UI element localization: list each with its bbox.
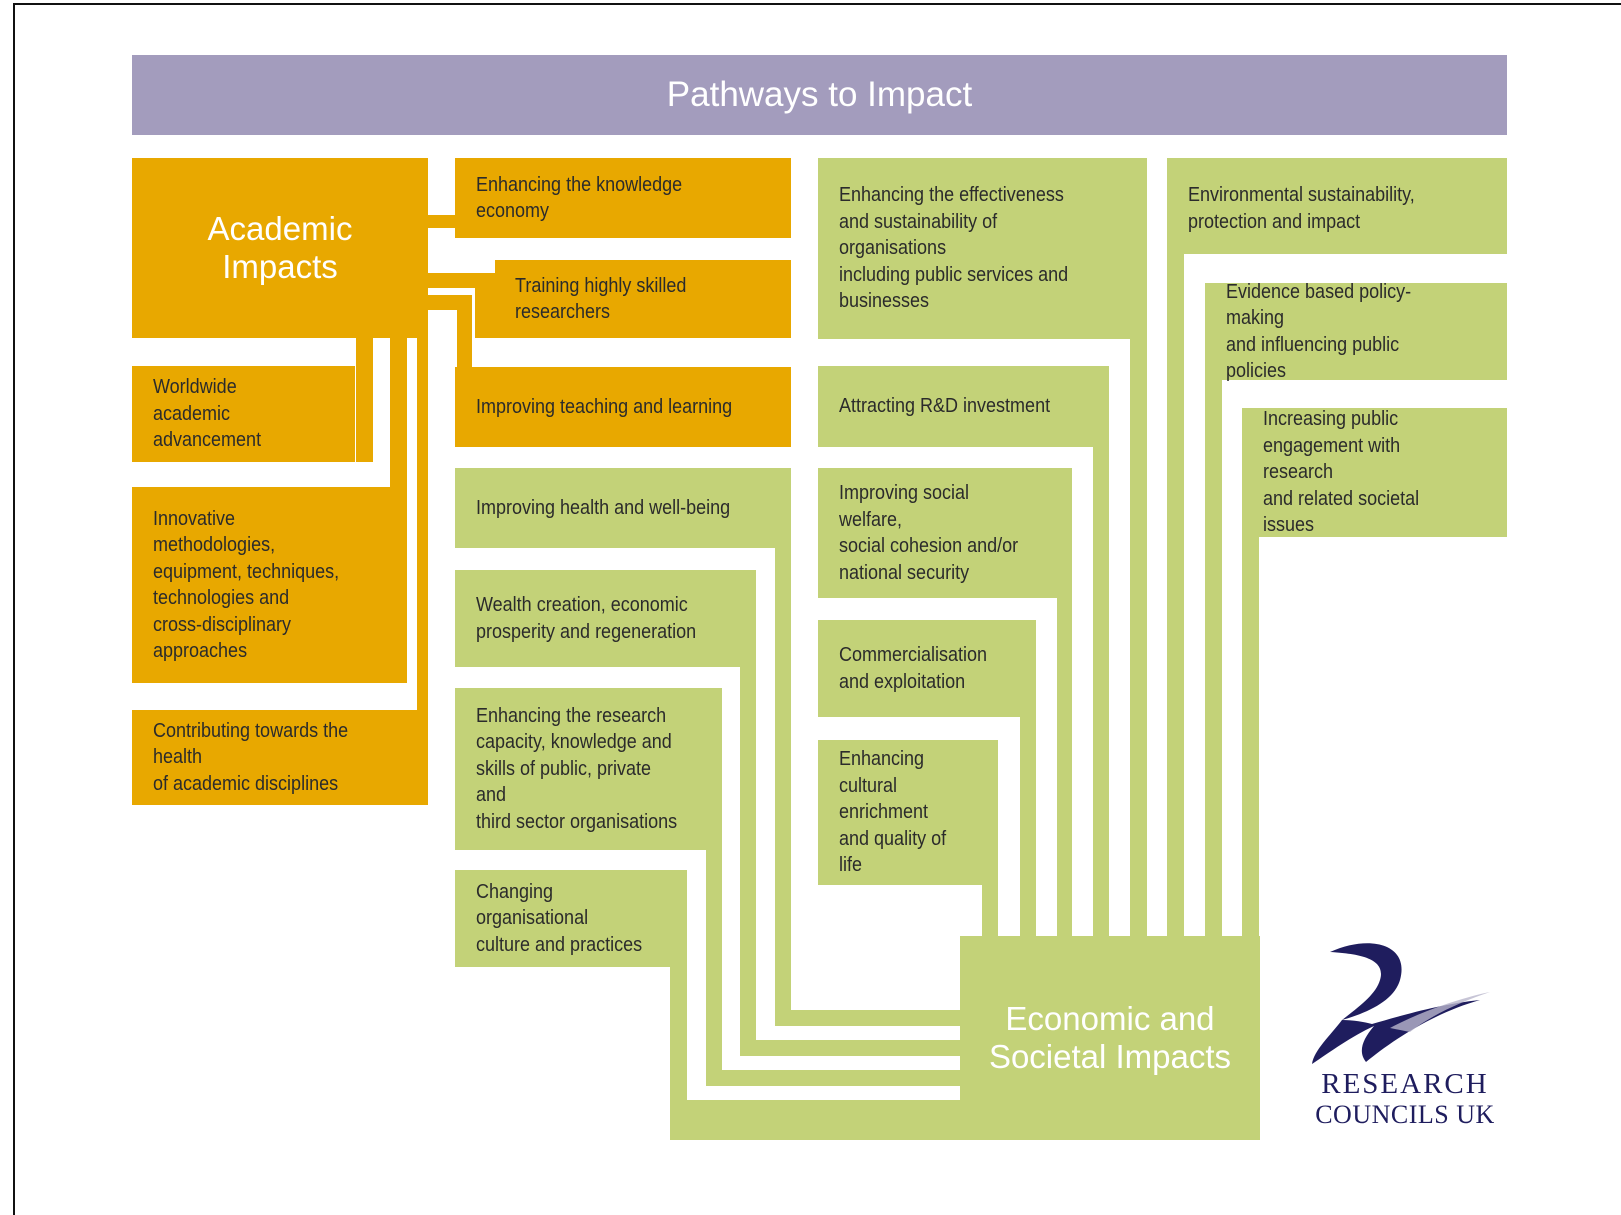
item-research-capacity: Enhancing the research capacity, knowled… bbox=[455, 688, 722, 850]
item-health-of-disciplines: Contributing towards the health of acade… bbox=[132, 710, 428, 805]
item-effectiveness-sustainability: Enhancing the effectiveness and sustaina… bbox=[818, 158, 1147, 339]
item-research-capacity-label: Enhancing the research capacity, knowled… bbox=[476, 704, 678, 833]
connector-policy bbox=[1205, 283, 1222, 938]
item-cultural-enrichment-label: Enhancing cultural enrichment and qualit… bbox=[839, 748, 947, 877]
connector-effectiveness bbox=[1130, 158, 1147, 938]
item-wealth-creation-label: Wealth creation, economic prosperity and… bbox=[476, 594, 697, 643]
item-training-researchers-label: Training highly skilled researchers bbox=[515, 274, 687, 324]
item-knowledge-economy: Enhancing the knowledge economy bbox=[455, 158, 791, 238]
item-effectiveness-sustainability-label: Enhancing the effectiveness and sustaina… bbox=[839, 184, 1069, 313]
diagram-title: Pathways to Impact bbox=[132, 55, 1507, 135]
item-commercialisation-label: Commercialisation and exploitation bbox=[839, 644, 988, 693]
connector-health-h bbox=[775, 1010, 960, 1026]
connector-training-vert bbox=[475, 273, 497, 338]
item-health-of-disciplines-label: Contributing towards the health of acade… bbox=[153, 719, 349, 795]
connector-engagement bbox=[1242, 408, 1259, 938]
connector-health bbox=[775, 548, 791, 1010]
economic-societal-impacts-label: Economic and Societal Impacts bbox=[988, 1000, 1232, 1075]
connector-teaching-vert bbox=[457, 295, 472, 370]
item-evidence-policy-label: Evidence based policy-making and influen… bbox=[1226, 280, 1412, 383]
academic-impacts-label: Academic Impacts bbox=[207, 210, 353, 285]
connector-worldwide bbox=[356, 338, 373, 462]
item-teaching-learning-label: Improving teaching and learning bbox=[476, 395, 733, 418]
economic-societal-impacts-heading: Economic and Societal Impacts bbox=[960, 936, 1260, 1140]
connector-wealth-h bbox=[740, 1040, 960, 1056]
item-worldwide-advancement-label: Worldwide academic advancement bbox=[153, 376, 262, 452]
item-public-engagement-label: Increasing public engagement with resear… bbox=[1263, 408, 1420, 537]
item-training-researchers: Training highly skilled researchers bbox=[495, 260, 791, 338]
item-rd-investment-label: Attracting R&D investment bbox=[839, 395, 1051, 418]
item-commercialisation: Commercialisation and exploitation bbox=[818, 620, 1036, 717]
connector-knowledge-economy bbox=[425, 215, 457, 228]
item-social-welfare: Improving social welfare, social cohesio… bbox=[818, 468, 1072, 598]
item-innovative-methodologies: Innovative methodologies, equipment, tec… bbox=[132, 487, 390, 683]
connector-wealth bbox=[740, 570, 756, 1040]
item-environmental-sustainability-label: Environmental sustainability, protection… bbox=[1188, 184, 1415, 233]
logo-line-research: RESEARCH bbox=[1321, 1068, 1489, 1100]
connector-environment bbox=[1167, 158, 1184, 938]
item-wealth-creation: Wealth creation, economic prosperity and… bbox=[455, 570, 756, 667]
item-worldwide-advancement: Worldwide academic advancement bbox=[132, 366, 355, 462]
item-organisational-culture-label: Changing organisational culture and prac… bbox=[476, 880, 643, 956]
item-environmental-sustainability: Environmental sustainability, protection… bbox=[1167, 158, 1507, 254]
connector-org-culture-h bbox=[670, 1100, 960, 1140]
logo-line-councils-uk: COUNCILS UK bbox=[1315, 1100, 1495, 1129]
academic-impacts-heading: Academic Impacts bbox=[132, 158, 428, 338]
connector-contributing bbox=[417, 338, 428, 710]
item-health-wellbeing-label: Improving health and well-being bbox=[476, 496, 731, 519]
item-innovative-methodologies-label: Innovative methodologies, equipment, tec… bbox=[153, 507, 340, 663]
item-public-engagement: Increasing public engagement with resear… bbox=[1242, 408, 1507, 537]
item-cultural-enrichment: Enhancing cultural enrichment and qualit… bbox=[818, 740, 998, 885]
connector-rd-investment bbox=[1093, 366, 1109, 938]
connector-research-capacity-h bbox=[706, 1070, 960, 1086]
item-teaching-learning: Improving teaching and learning bbox=[455, 367, 791, 447]
logo-wordmark: RESEARCH COUNCILS UK bbox=[1300, 1068, 1510, 1130]
item-evidence-policy: Evidence based policy-making and influen… bbox=[1205, 281, 1507, 382]
research-councils-uk-logo-icon bbox=[1312, 943, 1490, 1064]
connector-innovative bbox=[390, 338, 407, 683]
connector-teaching bbox=[425, 295, 457, 310]
item-health-wellbeing: Improving health and well-being bbox=[455, 468, 791, 548]
item-knowledge-economy-label: Enhancing the knowledge economy bbox=[476, 173, 683, 223]
item-rd-investment: Attracting R&D investment bbox=[818, 366, 1109, 447]
item-organisational-culture: Changing organisational culture and prac… bbox=[455, 870, 687, 967]
item-social-welfare-label: Improving social welfare, social cohesio… bbox=[839, 482, 1019, 584]
